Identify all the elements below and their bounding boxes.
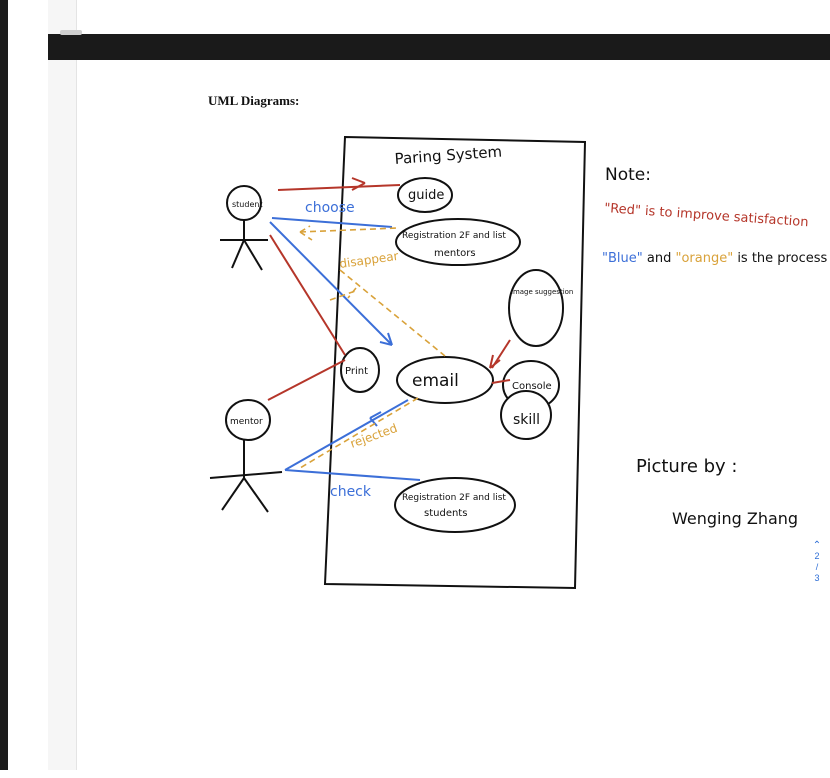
note-and: and (643, 251, 676, 266)
actor-mentor-label: mentor (230, 417, 263, 427)
page-margin (48, 0, 77, 778)
use-case-registration-students-line1: Registration 2F and list (402, 493, 506, 503)
use-case-guide (397, 177, 453, 213)
bottom-edge (0, 770, 830, 778)
use-case-registration-students-line2: students (424, 508, 467, 519)
blue-edges (269, 217, 421, 481)
page-total: 3 (814, 573, 820, 583)
use-case-image-suggestion-label: image suggestion (511, 288, 573, 296)
use-case-skill-label: skill (513, 412, 540, 428)
use-case-registration-mentors-line1: Registration 2F and list (402, 231, 506, 241)
use-case-registration-students (394, 477, 516, 533)
red-edges (267, 177, 511, 401)
note-red-keyword: "Red" (604, 201, 642, 219)
use-case-registration-mentors-line2: mentors (434, 248, 476, 259)
document-page (77, 60, 830, 778)
note-process-text: is the process (733, 251, 827, 266)
menu-handle-icon[interactable] (60, 30, 82, 35)
use-case-console-label: Console (512, 381, 552, 392)
note-title: Note: (605, 165, 651, 185)
system-title: Paring System (394, 143, 503, 168)
use-case-guide-label: guide (408, 188, 444, 203)
edge-label-choose: choose (305, 200, 355, 216)
note-red-text: is to improve satisfaction (640, 204, 809, 231)
note-blue-keyword: "Blue" (602, 251, 643, 266)
window-left-border (0, 0, 8, 778)
use-case-registration-mentors (395, 218, 521, 266)
svg-text:"Red" is to improve satisfacti: "Red" is to improve satisfaction (604, 201, 809, 230)
svg-text:"Blue" and "orange" is the pro: "Blue" and "orange" is the process (602, 251, 827, 266)
edge-label-disappear: disappear (338, 249, 399, 271)
page-heading: UML Diagrams: (208, 93, 300, 108)
top-toolbar (48, 34, 830, 60)
use-case-image-suggestion (508, 269, 564, 347)
note-orange-keyword: "orange" (675, 251, 733, 266)
use-case-email (396, 356, 494, 404)
chevron-up-icon[interactable]: ⌃ (812, 540, 822, 551)
page-separator: / (815, 562, 819, 572)
orange-edges (299, 225, 446, 469)
use-case-print-label: Print (345, 366, 368, 377)
system-boundary (323, 135, 587, 590)
use-case-email-label: email (412, 371, 459, 391)
use-case-skill (500, 390, 552, 440)
credit-line1: Picture by : (636, 456, 738, 477)
use-case-print (340, 347, 380, 393)
actor-student (220, 185, 268, 271)
edge-label-rejected: rejected (348, 421, 399, 451)
actor-student-label: student (232, 200, 263, 209)
page-current: 2 (814, 551, 820, 561)
actor-mentor (209, 399, 283, 513)
sidebar-gutter (8, 0, 48, 778)
edge-label-check: check (330, 484, 372, 500)
page-indicator: ⌃ 2 / 3 (810, 540, 824, 584)
credit-line2: Wenging Zhang (672, 509, 798, 528)
